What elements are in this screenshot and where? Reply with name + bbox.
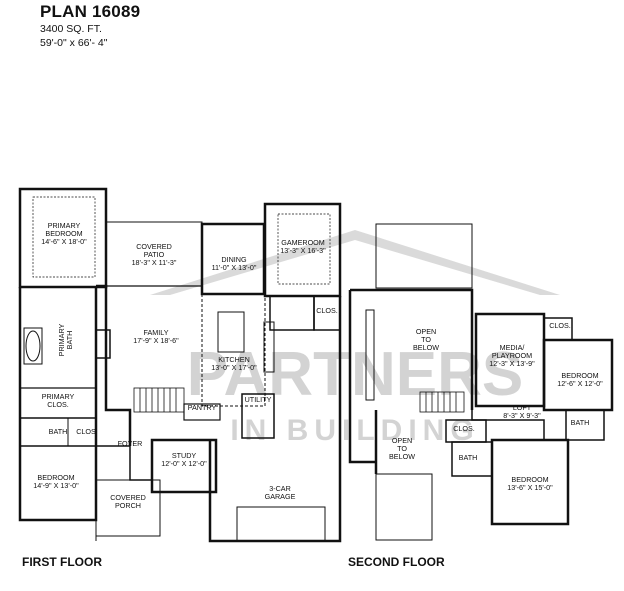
room-label-line: CLOS. — [47, 400, 69, 409]
room-label-line: BATH — [49, 427, 68, 436]
room-clos-first: CLOS. — [316, 306, 338, 315]
room-utility: UTILITY — [245, 395, 272, 404]
room-label-line: COVERED — [136, 242, 172, 251]
room-label-line: TO — [397, 444, 407, 453]
room-label-line: 13'-6" X 15'-0" — [507, 483, 553, 492]
room-label-line: BEDROOM — [45, 229, 82, 238]
room-label-line: TO — [421, 335, 431, 344]
room-label-line: BATH — [571, 418, 590, 427]
room-label-line: PATIO — [144, 250, 165, 259]
plan-title: PLAN 16089 — [40, 2, 141, 21]
room-label-line: BEDROOM — [511, 475, 548, 484]
room-bath-second-2: BATH — [571, 418, 590, 427]
room-label-line: PRIMARY — [57, 323, 66, 356]
room-label-line: KITCHEN — [218, 355, 250, 364]
room-label-line: PRIMARY — [48, 221, 81, 230]
watermark-sub-text: IN BUILDING — [230, 414, 479, 447]
room-label-line: 12'-6" X 12'-0" — [557, 379, 603, 388]
room-label-line: BEDROOM — [37, 473, 74, 482]
room-label-line: 11'-0" X 13'-0" — [212, 263, 257, 272]
room-label-line: 3-CAR — [269, 484, 291, 493]
room-label-line: CLOS. — [549, 321, 571, 330]
room-clos-second-2: CLOS. — [453, 424, 475, 433]
room-label-line: 13'-3" X 16'-3" — [280, 246, 326, 255]
room-label-line: BEDROOM — [561, 371, 598, 380]
first-floor-title: FIRST FLOOR — [22, 555, 102, 569]
room-label-line: CLOS. — [453, 424, 475, 433]
room-label-line: 17'-9" X 18'-6" — [133, 336, 179, 345]
room-label-line: COVERED — [110, 493, 146, 502]
room-label-line: PORCH — [115, 501, 141, 510]
room-label-line: PLAYROOM — [492, 351, 532, 360]
watermark-roof-shape — [150, 230, 560, 295]
room-label-line: GAMEROOM — [281, 238, 325, 247]
room-foyer: FOYER — [118, 439, 143, 448]
room-label-line: CLOS — [76, 427, 96, 436]
plan-area: 3400 SQ. FT. — [40, 23, 102, 35]
room-label-line: BATH — [65, 331, 74, 350]
room-label-line: OPEN — [392, 436, 412, 445]
second-floor-title: SECOND FLOOR — [348, 555, 445, 569]
room-label-line: BATH — [459, 453, 478, 462]
room-label-line: 12'-0" X 12'-0" — [161, 459, 207, 468]
room-label-line: 18'-3" X 11'-3" — [132, 258, 177, 267]
plan-dimensions: 59'-0" x 66'- 4" — [40, 37, 108, 49]
room-clos-first-2: CLOS — [76, 427, 96, 436]
room-label-line: GARAGE — [265, 492, 296, 501]
room-label-line: 8'-3" X 9'-3" — [503, 411, 541, 420]
room-label-line: OPEN — [416, 327, 436, 336]
room-label-line: PANTRY — [188, 403, 217, 412]
room-primary-bath: PRIMARYBATH — [57, 323, 74, 356]
room-label-line: BELOW — [413, 343, 439, 352]
room-label-line: FOYER — [118, 439, 143, 448]
room-label-line: BELOW — [389, 452, 415, 461]
first-floor-walls — [18, 187, 342, 543]
room-label-line: DINING — [221, 255, 247, 264]
room-label-line: LOFT — [513, 403, 532, 412]
room-label-line: FAMILY — [143, 328, 168, 337]
room-label-line: PRIMARY — [42, 392, 75, 401]
room-label-line: 14'-6" X 18'-0" — [41, 237, 87, 246]
room-label-line: MEDIA/ — [500, 343, 525, 352]
room-label-line: UTILITY — [245, 395, 272, 404]
room-label-line: 12'-3" X 13'-9" — [489, 359, 535, 368]
room-bath-second-1: BATH — [459, 453, 478, 462]
second-floor-walls — [348, 223, 614, 541]
room-label-line: 13'-0" X 17'-0" — [211, 363, 257, 372]
room-label-line: STUDY — [172, 451, 197, 460]
room-label-line: CLOS. — [316, 306, 338, 315]
room-pantry: PANTRY — [188, 403, 217, 412]
room-label-line: 14'-9" X 13'-0" — [33, 481, 79, 490]
room-bath-first: BATH — [49, 427, 68, 436]
room-clos-second-1: CLOS. — [549, 321, 571, 330]
